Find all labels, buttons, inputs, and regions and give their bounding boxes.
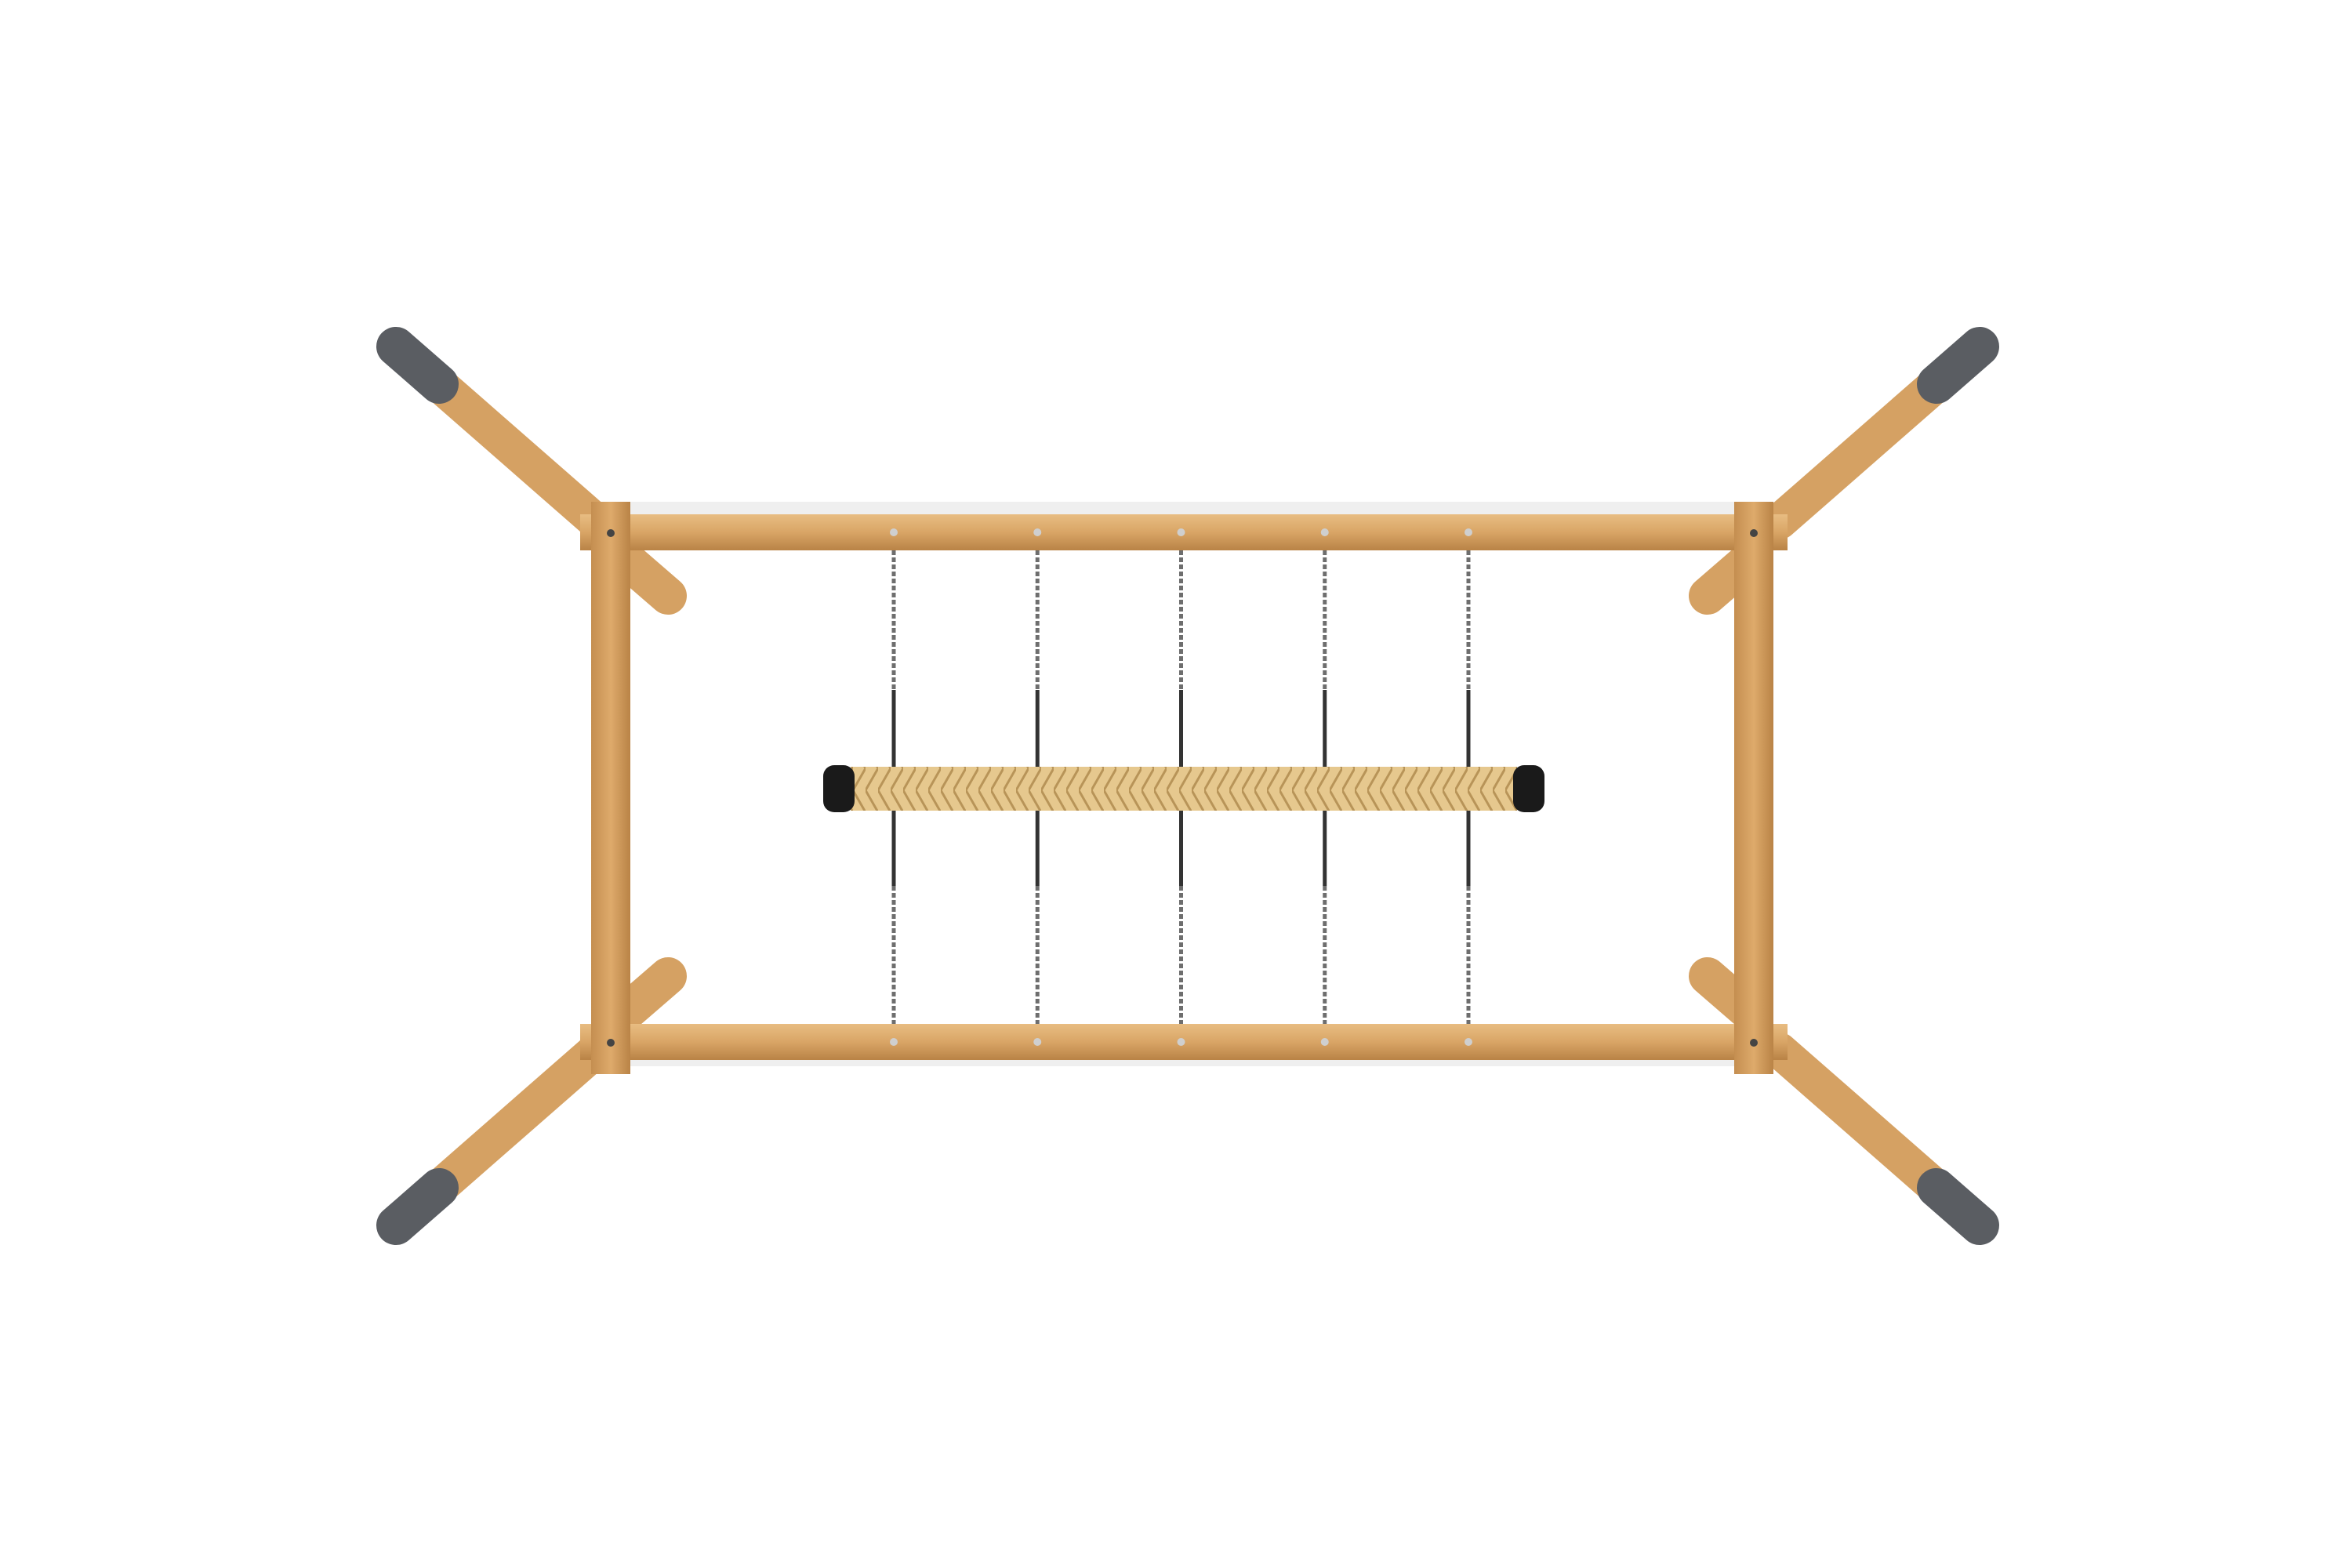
rope-end-right: [1513, 765, 1544, 812]
rope-end-left: [823, 765, 855, 812]
leg-bottom-right: [1762, 1033, 1999, 1245]
left-post: [591, 502, 630, 1074]
leg-top-right: [1762, 327, 1999, 539]
leg-top-left: [376, 327, 614, 539]
diagonal-legs: [376, 327, 1999, 1245]
rope-log: [823, 765, 1544, 812]
bolts: [607, 529, 1758, 1047]
right-post: [1734, 502, 1773, 1074]
leg-bottom-left: [376, 1033, 614, 1245]
